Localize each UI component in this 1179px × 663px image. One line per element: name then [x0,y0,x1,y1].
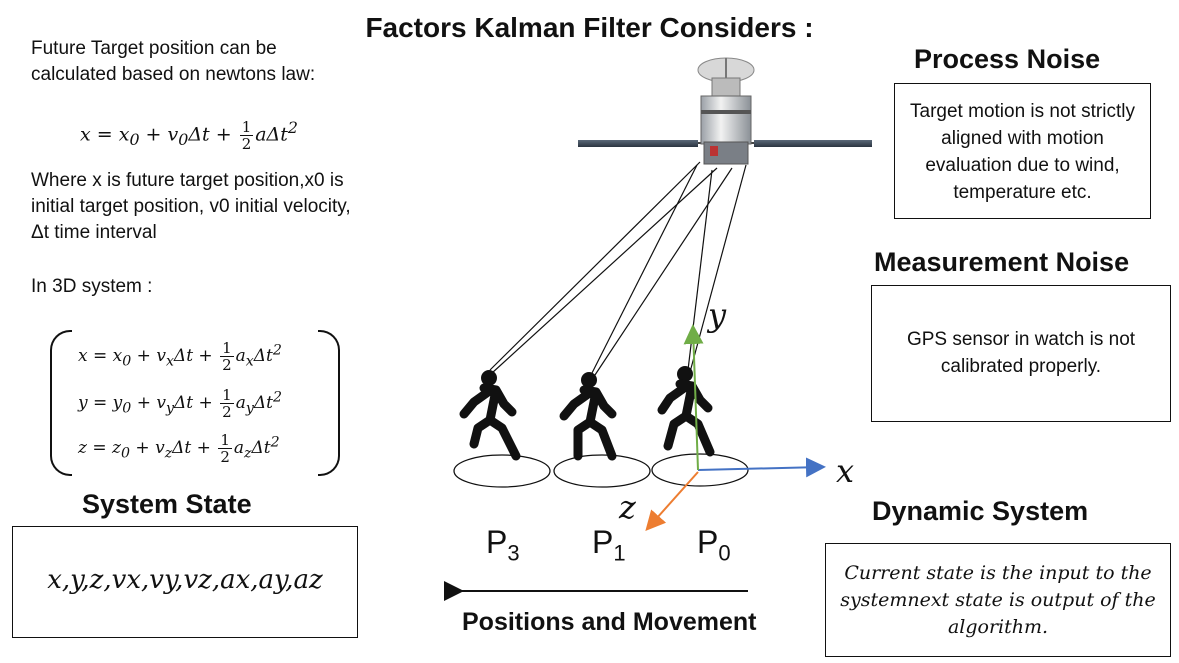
eq-sub0: 0 [129,130,140,150]
z-axis-label: z [619,488,636,526]
eq-base: x [112,346,123,366]
eq-base-sub: 0 [122,353,132,370]
system-state-box: x,y,z,vx,vy,vz,ax,ay,az [12,526,358,638]
eq-pow: 2 [287,118,298,137]
process-noise-heading: Process Noise [914,44,1101,74]
p3-sub: 3 [507,540,520,566]
p1-letter: P [592,524,614,560]
y-axis-arrow [683,324,704,471]
position-label-p1: P1 [592,524,626,566]
p0-sub: 0 [718,540,731,566]
eq-v: v [156,393,166,413]
measurement-noise-text: GPS sensor in watch is not calibrated pr… [906,329,1136,377]
walking-person-icon [559,372,617,461]
intro-text: Future Target position can be calculated… [31,36,361,88]
eq-v-sub: z [164,445,173,462]
dynamic-system-box: Current state is the input to the system… [825,543,1171,657]
in3d-label: In 3D system : [31,276,153,297]
eq-a-sub: x [245,353,254,370]
walking-person-icon [459,370,521,461]
positions-caption: Positions and Movement [462,608,757,636]
process-noise-box: Target motion is not strictly aligned wi… [894,83,1151,219]
position-label-p0: P0 [697,524,731,566]
eq-base: z [112,438,121,458]
p3-letter: P [486,524,508,560]
eq-dt: Δt + [188,123,238,146]
p0-letter: P [697,524,719,560]
eq-tail: aΔt [255,123,288,146]
eq-den: 2 [241,134,252,153]
eq-a: a [233,438,245,458]
walking-person-icon [657,366,715,457]
where-text: Where x is future target position,x0 is … [31,170,351,243]
position-label-p3: P3 [486,524,520,566]
eq-var: y [78,393,88,413]
measurement-noise-box: GPS sensor in watch is not calibrated pr… [871,285,1171,422]
eq-v: v [156,346,166,366]
eq-base: y [112,393,123,413]
eq-lhs: x = x [80,123,130,146]
eq-a: a [235,393,246,413]
process-noise-text: Target motion is not strictly aligned wi… [910,101,1135,203]
x-axis-arrow [697,457,826,478]
eq-var: x [78,346,88,366]
x-axis-label: x [836,452,855,490]
measurement-noise-heading: Measurement Noise [874,247,1130,277]
dynamic-system-heading: Dynamic System [872,496,1089,526]
y-axis-label: y [708,296,727,334]
eq-sub1: 0 [178,130,189,150]
eq-v-sub: y [165,400,174,417]
intro-line-2: calculated based on newtons law: [31,64,316,85]
system-state-vector: x,y,z,vx,vy,vz,ax,ay,az [47,565,323,595]
dynamic-system-text: Current state is the input to the system… [840,562,1156,638]
eq-base-sub: 0 [121,445,131,462]
eq-base-sub: 0 [122,400,132,417]
eq-v-sub: x [165,353,174,370]
intro-line-1: Future Target position can be [31,38,277,59]
system-state-heading: System State [82,489,252,519]
eq-var: z [78,438,87,458]
p1-sub: 1 [613,540,626,566]
eq-a-sub: y [245,400,254,417]
signal-lines [489,161,747,379]
eq-v: v [155,438,165,458]
satellite-icon [578,57,872,165]
eq-mid: + v [139,123,179,146]
eq-a-sub: z [244,445,252,462]
eq-num: 1 [239,117,254,136]
position-ellipses [453,453,749,488]
page-title: Factors Kalman Filter Considers : [365,12,814,43]
eq-a: a [235,346,246,366]
z-axis-arrow [645,471,699,531]
